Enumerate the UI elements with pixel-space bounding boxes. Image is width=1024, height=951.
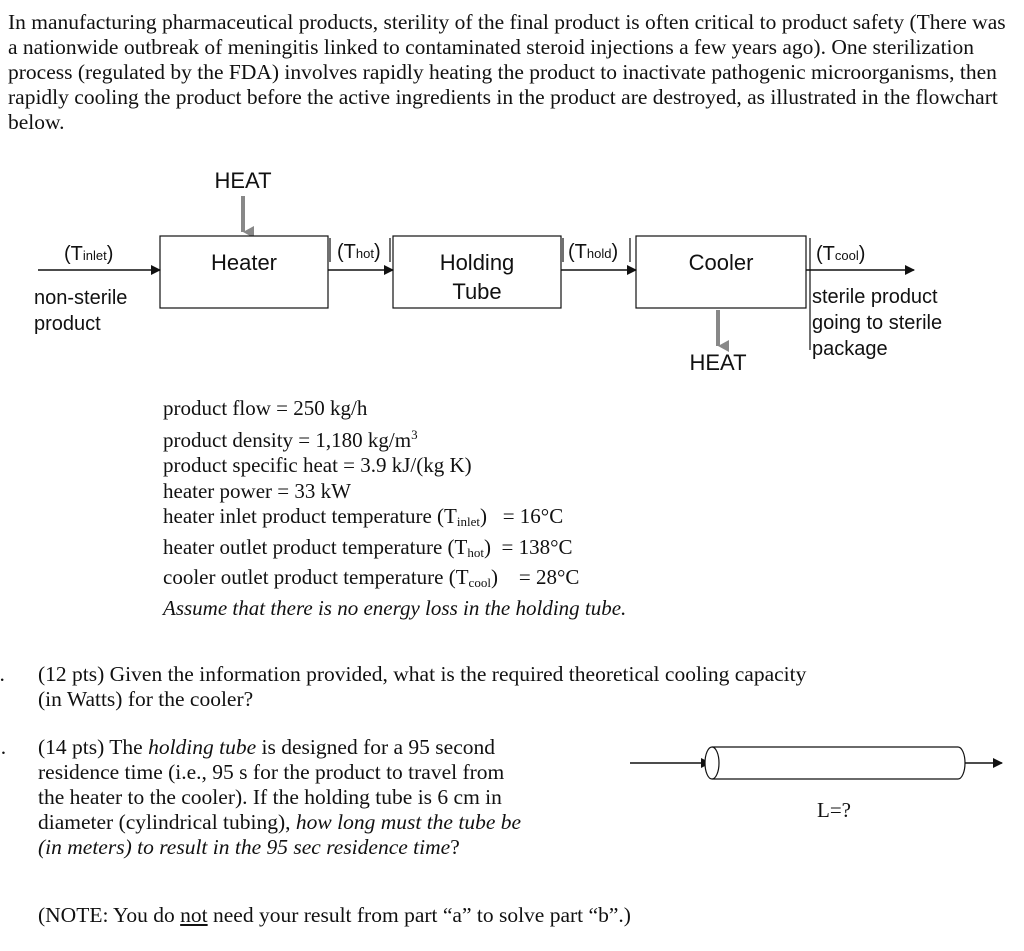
- t-cool-label: (Tcool): [816, 243, 865, 265]
- tube-body: [712, 746, 966, 780]
- part-b-note: (NOTE: You do not need your result from …: [38, 903, 631, 927]
- question-a-letter: a.: [0, 662, 5, 686]
- t-hot-label: (Thot): [337, 241, 381, 263]
- intro-paragraph: In manufacturing pharmaceutical products…: [8, 10, 1006, 134]
- input-label-line1: non-sterile: [34, 287, 127, 309]
- holding-tube-box: [392, 235, 562, 309]
- cooler-box: [635, 235, 807, 309]
- question-b-line4: diameter (cylindrical tubing), how long …: [38, 810, 522, 834]
- param-inlet-temp: heater inlet product temperature (Tinlet…: [163, 504, 564, 529]
- tube-length-label: L=?: [817, 798, 851, 822]
- parameter-list: product flow = 250 kg/h product density …: [163, 396, 883, 621]
- input-label-line2: product: [34, 313, 101, 335]
- heater-box: [159, 235, 329, 309]
- param-specific-heat: product specific heat = 3.9 kJ/(kg K): [163, 453, 472, 477]
- question-b-line3: the heater to the cooler). If the holdin…: [38, 785, 502, 809]
- question-a-line1: (12 pts) Given the information provided,…: [38, 662, 807, 686]
- t-inlet-label: (Tinlet): [64, 243, 113, 265]
- question-b: b. (14 pts) The holding tube is designed…: [0, 735, 620, 865]
- param-flow: product flow = 250 kg/h: [163, 396, 368, 420]
- t-hold-label: (Thold): [568, 241, 618, 263]
- output-label-line3: package: [812, 338, 888, 360]
- question-b-letter: b.: [0, 735, 7, 759]
- param-note: Assume that there is no energy loss in t…: [163, 595, 627, 620]
- output-label-line2: going to sterile: [812, 312, 942, 334]
- process-flowchart: HEAT Heater Holding Tube Cooler (Tinlet)…: [34, 168, 942, 375]
- param-outlet-temp: heater outlet product temperature (Thot)…: [163, 534, 573, 560]
- tube-end-left: [704, 746, 720, 780]
- question-b-line5: (in meters) to result in the 95 sec resi…: [38, 835, 460, 859]
- heater-label: Heater: [211, 250, 277, 275]
- question-b-line2: residence time (i.e., 95 s for the produ…: [38, 760, 505, 784]
- holding-label-line1: Holding: [440, 250, 515, 275]
- param-power: heater power = 33 kW: [163, 478, 351, 503]
- param-cool-temp: cooler outlet product temperature (Tcool…: [163, 565, 580, 590]
- param-density: product density = 1,180 kg/m3: [163, 426, 418, 452]
- question-b-line1: (14 pts) The holding tube is designed fo…: [38, 735, 496, 759]
- question-a: a. (12 pts) Given the information provid…: [0, 662, 1020, 716]
- cooler-label: Cooler: [689, 250, 754, 275]
- tube-diagram: L=?: [630, 746, 1003, 822]
- output-label-line1: sterile product: [812, 286, 938, 308]
- question-a-line2: (in Watts) for the cooler?: [38, 687, 254, 711]
- heat-output-label: HEAT: [689, 350, 746, 375]
- heat-input-label: HEAT: [214, 168, 271, 193]
- holding-label-line2: Tube: [452, 279, 501, 304]
